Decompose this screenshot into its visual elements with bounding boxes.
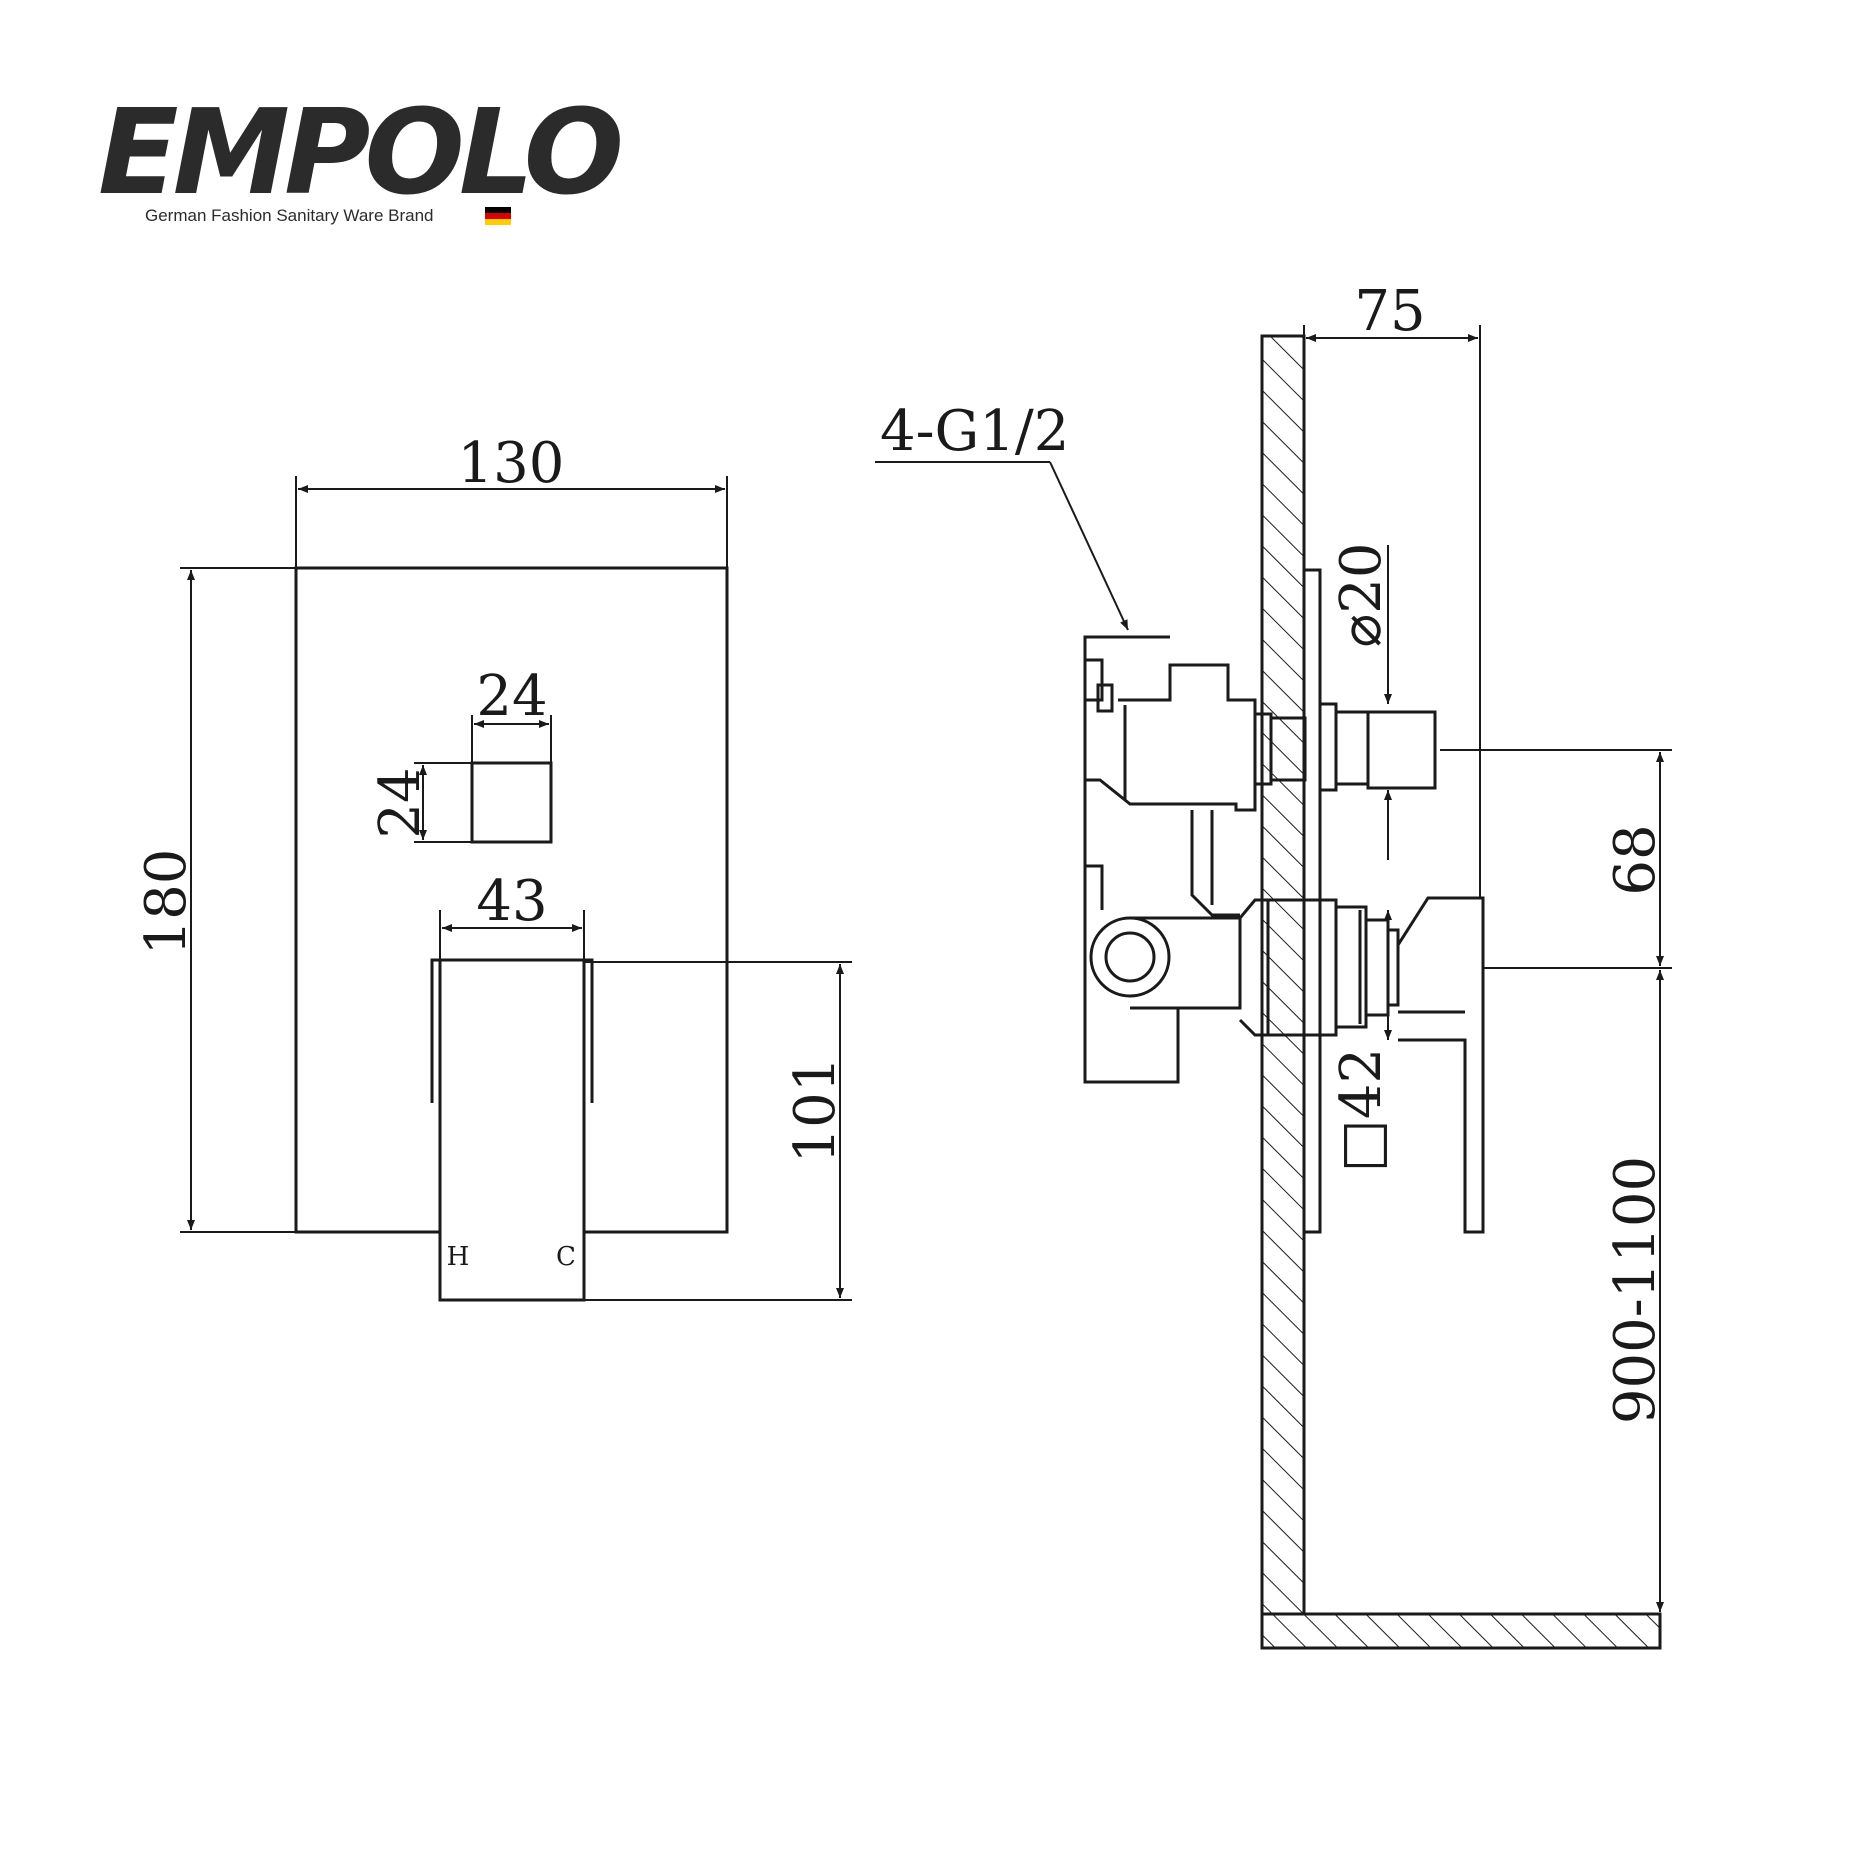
cold-label: C (556, 1242, 576, 1272)
front-view: 130 180 24 24 43 101 H C (134, 431, 852, 1302)
lever-handle-side (1396, 896, 1485, 1234)
germany-flag-icon (485, 207, 511, 225)
dim-window-width-label: 24 (476, 664, 547, 729)
diverter-knob (1366, 710, 1437, 790)
brand-name: EMPOLO (98, 83, 621, 221)
thread-label: 4-G1/2 (880, 399, 1069, 464)
brand-logo: EMPOLO German Fashion Sanitary Ware Bran… (98, 83, 627, 225)
floor-section (1260, 1612, 1662, 1650)
dim-square-label: □42 (1329, 1048, 1394, 1172)
dim-width-label: 130 (458, 431, 565, 496)
dim-handle-width-label: 43 (476, 869, 547, 934)
dim-install-height-label: 900-1100 (1603, 1156, 1668, 1424)
diverter-window (470, 761, 553, 844)
valve-body (1083, 635, 1257, 1084)
dim-window-height-label: 24 (368, 767, 433, 838)
brand-tagline: German Fashion Sanitary Ware Brand (145, 206, 434, 225)
dim-diameter-label: ⌀20 (1329, 543, 1394, 648)
lever-handle-cap (430, 958, 594, 1103)
cover-plate-side (1304, 568, 1322, 1234)
hot-label: H (447, 1242, 470, 1272)
cover-plate (294, 566, 729, 1234)
dim-depth-label: 75 (1354, 279, 1425, 344)
dim-spacing-label: 68 (1603, 824, 1668, 895)
side-view: 4-G1/2 75 ⌀20 □42 68 900-1100 (875, 279, 1672, 1650)
dim-height-label: 180 (134, 849, 199, 956)
dim-handle-height-label: 101 (783, 1057, 848, 1164)
